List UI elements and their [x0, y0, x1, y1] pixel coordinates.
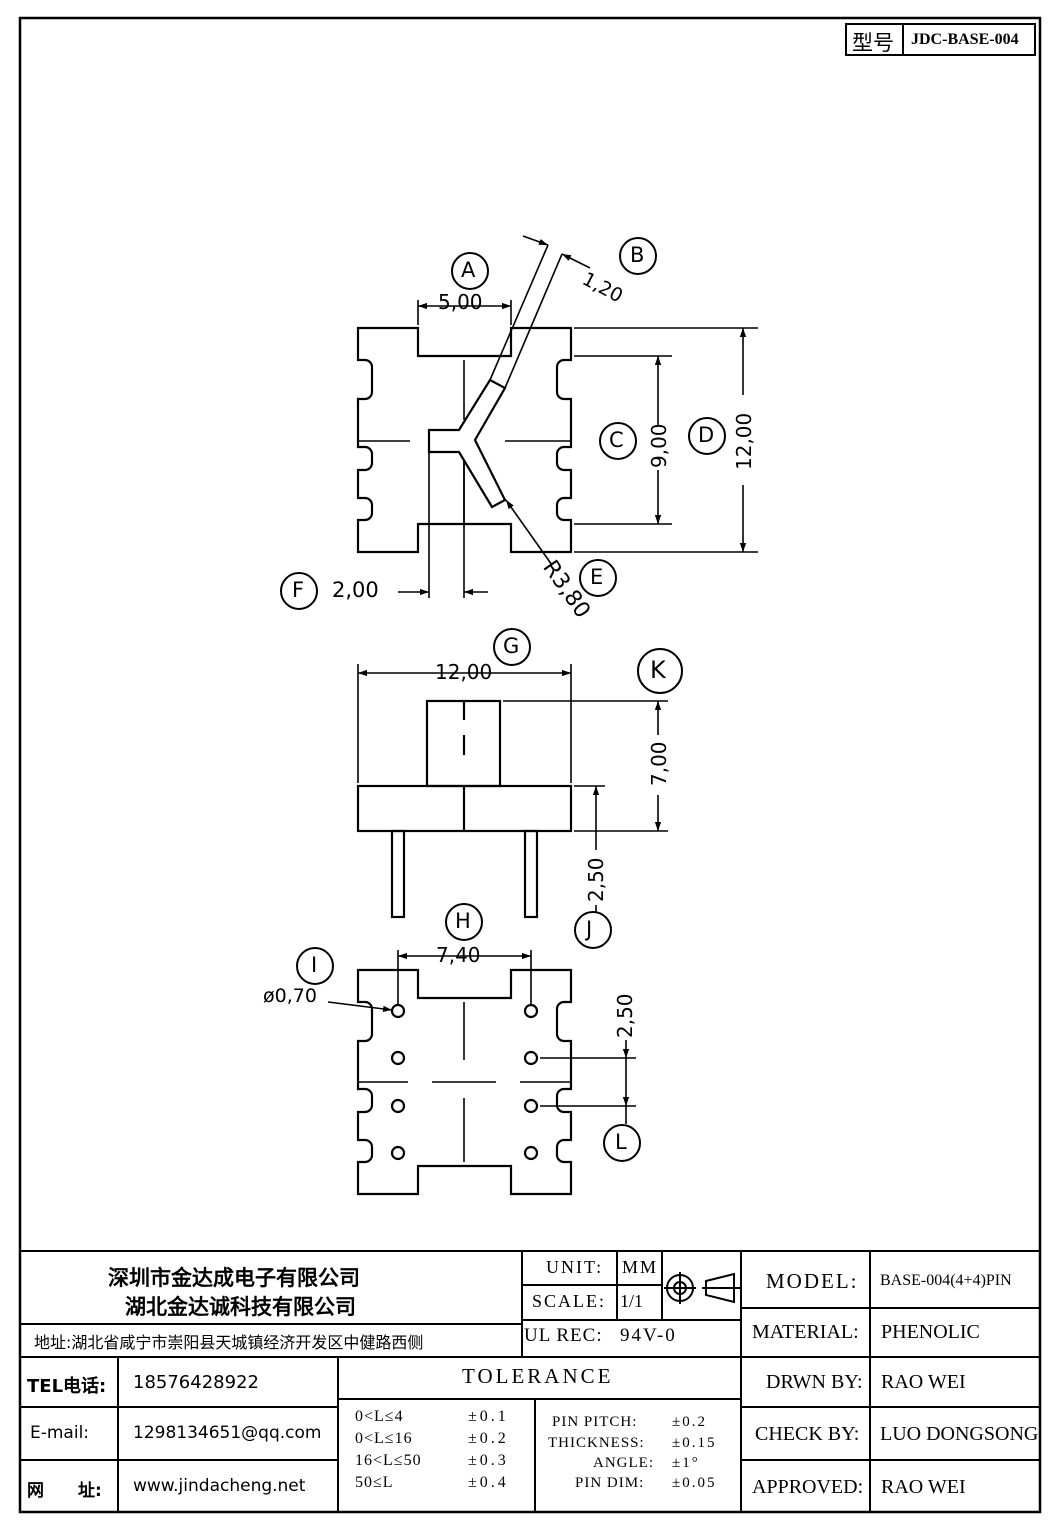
- tol-range-3: 50≤L: [355, 1474, 394, 1491]
- pin-hole: [390, 1145, 406, 1161]
- tol-value-0: ±0.1: [468, 1408, 509, 1425]
- spec-value-0: ±0.2: [672, 1414, 707, 1430]
- company-name-2: 湖北金达诚科技有限公司: [125, 1295, 356, 1319]
- tag-A: A: [461, 258, 476, 282]
- tag-circle-A: [451, 252, 489, 290]
- tag-F: F: [292, 578, 305, 602]
- tolerance-title: TOLERANCE: [462, 1364, 614, 1388]
- dim-K-value: 7,00: [647, 741, 671, 786]
- dim-G-value: 12,00: [435, 660, 493, 684]
- ulrec-value: 94V-0: [620, 1325, 677, 1346]
- tag-B: B: [630, 243, 645, 267]
- tag-circle-B: [619, 237, 657, 275]
- email-value[interactable]: 1298134651@qq.com: [133, 1423, 322, 1443]
- pin-slot: [427, 378, 507, 509]
- check-value: LUO DONGSONG: [880, 1423, 1039, 1445]
- title-block-grid: [20, 1250, 1040, 1512]
- pin-hole: [523, 1145, 539, 1161]
- material-label: MATERIAL:: [752, 1321, 859, 1343]
- dim-tags: [280, 237, 726, 1162]
- pin-hole: [523, 1003, 539, 1019]
- spec-label-2: ANGLE:: [593, 1455, 654, 1471]
- tol-range-1: 0<L≤16: [355, 1430, 413, 1447]
- tel-label: TEL电话:: [27, 1376, 107, 1397]
- tag-K: K: [650, 656, 666, 684]
- tol-value-2: ±0.3: [468, 1452, 509, 1469]
- spec-label-1: THICKNESS:: [548, 1435, 645, 1451]
- tag-C: C: [609, 428, 624, 452]
- pin-hole: [523, 1050, 539, 1066]
- tag-circle-C: [599, 422, 637, 460]
- company-address: 地址:湖北省咸宁市崇阳县天城镇经济开发区中健路西侧: [34, 1333, 424, 1352]
- dim-C-value: 9,00: [647, 423, 671, 468]
- scale-value: 1/1: [620, 1291, 644, 1311]
- email-label: E-mail:: [30, 1423, 90, 1443]
- tag-circle-E: [579, 559, 617, 597]
- bottom-view-outline: [356, 968, 573, 1196]
- spec-label-0: PIN PITCH:: [552, 1414, 638, 1430]
- company-name-1: 深圳市金达成电子有限公司: [108, 1266, 360, 1290]
- sheet-border: [18, 16, 1042, 1514]
- top-view-outline: [356, 326, 573, 554]
- spec-label-3: PIN DIM:: [575, 1475, 645, 1491]
- bottom-view: [356, 968, 573, 1196]
- dim-J-value: 2,50: [584, 857, 608, 902]
- dim-L-value: 2,50: [613, 993, 637, 1038]
- top-view: [356, 326, 573, 554]
- tol-range-2: 16<L≤50: [355, 1452, 422, 1469]
- model-no-value: JDC-BASE-004: [911, 31, 1019, 48]
- tol-range-0: 0<L≤4: [355, 1408, 404, 1425]
- pin-hole: [390, 1098, 406, 1114]
- tag-I: I: [311, 953, 318, 977]
- tag-circle-H: [445, 903, 483, 941]
- tol-value-1: ±0.2: [468, 1430, 509, 1447]
- tag-circle-L: [603, 1124, 641, 1162]
- model-value: BASE-004(4+4)PIN: [880, 1272, 1012, 1289]
- dim-A-value: 5,00: [438, 290, 483, 314]
- approved-value: RAO WEI: [881, 1476, 966, 1498]
- dim-D-value: 12,00: [732, 412, 756, 470]
- side-view: [356, 699, 573, 919]
- unit-label: UNIT:: [546, 1257, 604, 1277]
- dim-H-value: 7,40: [436, 943, 481, 967]
- material-value: PHENOLIC: [881, 1321, 980, 1343]
- pin-hole: [390, 1003, 406, 1019]
- tag-circle-F: [280, 572, 318, 610]
- ulrec-label: UL REC:: [524, 1325, 603, 1346]
- drawn-value: RAO WEI: [881, 1371, 966, 1393]
- tag-H: H: [455, 909, 471, 933]
- spec-value-1: ±0.15: [672, 1435, 717, 1451]
- pin-hole: [390, 1050, 406, 1066]
- model-no-label: 型号: [852, 31, 894, 55]
- tol-value-3: ±0.4: [468, 1474, 509, 1491]
- spec-value-2: ±1°: [672, 1455, 700, 1471]
- check-label: CHECK BY:: [755, 1423, 860, 1445]
- tag-circle-J: [574, 911, 612, 949]
- scale-label: SCALE:: [532, 1291, 607, 1311]
- dim-I-value: ø0,70: [263, 985, 317, 1007]
- tel-value: 18576428922: [133, 1372, 259, 1393]
- tag-circle-I: [296, 947, 334, 985]
- spec-value-3: ±0.05: [672, 1475, 717, 1491]
- tag-G: G: [503, 634, 520, 658]
- tag-circle-D: [688, 417, 726, 455]
- unit-value: MM: [622, 1257, 659, 1277]
- projection-symbol-icon: [664, 1272, 740, 1304]
- pin-hole: [523, 1098, 539, 1114]
- tag-circle-G: [493, 628, 531, 666]
- web-label: 网 址:: [27, 1481, 102, 1501]
- dim-F-value: 2,00: [332, 578, 379, 602]
- approved-label: APPROVED:: [752, 1476, 864, 1498]
- model-label: MODEL:: [766, 1269, 859, 1293]
- web-value[interactable]: www.jindacheng.net: [133, 1476, 306, 1496]
- tag-E: E: [590, 565, 604, 589]
- tag-D: D: [698, 423, 715, 447]
- drawn-label: DRWN BY:: [766, 1371, 863, 1393]
- tag-circle-K: [637, 648, 683, 694]
- tag-J: J: [586, 917, 593, 941]
- model-no-box: [845, 23, 1036, 56]
- tag-L: L: [615, 1130, 627, 1154]
